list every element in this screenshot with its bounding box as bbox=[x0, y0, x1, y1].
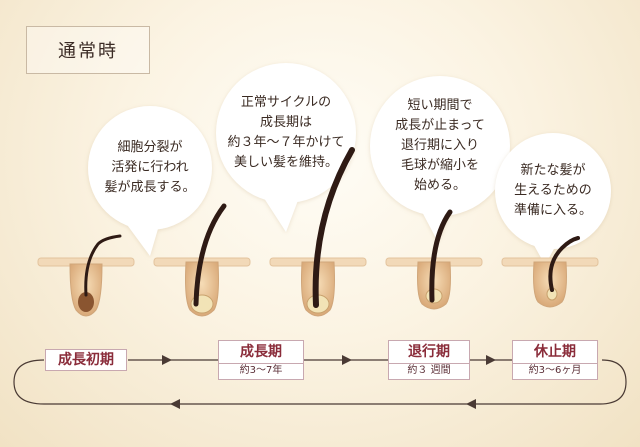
arrow-icon bbox=[162, 355, 496, 409]
stage-name: 休止期 bbox=[534, 344, 576, 360]
stage-name: 退行期 bbox=[408, 344, 450, 360]
stage-catagen: 退行期 約３ 週間 bbox=[388, 340, 470, 380]
bubble-text-1: 細胞分裂が 活発に行われ 髪が成長する。 bbox=[104, 140, 196, 195]
speech-bubble-1 bbox=[88, 106, 212, 256]
stage-duration: 約3〜7年 bbox=[219, 363, 303, 378]
stage-duration: 約３ 週間 bbox=[389, 363, 469, 378]
speech-bubble-4 bbox=[495, 133, 611, 265]
stage-duration: 約3〜6ヶ月 bbox=[513, 363, 597, 378]
stage-early-growth: 成長初期 bbox=[45, 349, 127, 371]
hair-follicle-icon bbox=[301, 147, 355, 317]
stage-name: 成長初期 bbox=[58, 352, 114, 368]
bubble-text-4: 新たな髪が 生えるための 準備に入る。 bbox=[513, 163, 592, 218]
stage-telogen: 休止期 約3〜6ヶ月 bbox=[512, 340, 598, 380]
hair-follicle-icon bbox=[185, 203, 227, 317]
bubble-text-3: 短い期間で 成長が止まって 退行期に入り 毛球が縮小を 始める。 bbox=[395, 98, 485, 193]
stage-name: 成長期 bbox=[240, 344, 282, 360]
speech-bubble-3 bbox=[370, 76, 510, 242]
stage-anagen: 成長期 約3〜7年 bbox=[218, 340, 304, 380]
speech-bubble-2 bbox=[216, 63, 356, 232]
hair-follicle-icon bbox=[69, 234, 122, 317]
hair-follicle-icon bbox=[417, 209, 453, 310]
bubble-text-2: 正常サイクルの 成長期は 約３年〜７年かけて 美しい髪を維持。 bbox=[227, 95, 345, 170]
page-title: 通常時 bbox=[26, 26, 150, 74]
hair-follicle-icon bbox=[533, 236, 580, 308]
